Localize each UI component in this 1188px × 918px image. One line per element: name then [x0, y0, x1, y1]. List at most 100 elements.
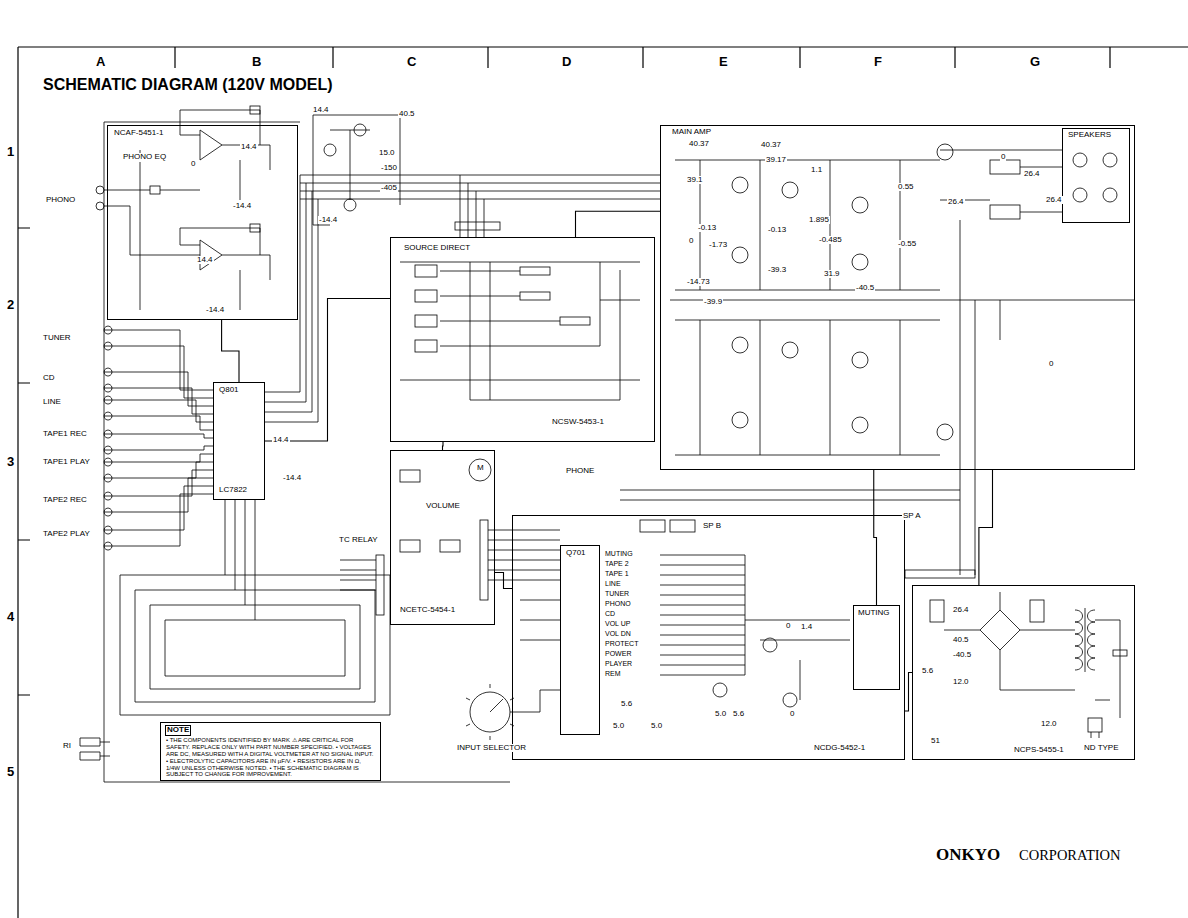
board-name: NCPS-5455-1: [1013, 746, 1065, 755]
transistor-symbol: [732, 177, 748, 193]
voltage-value: -14.4: [205, 306, 225, 314]
sheet-title: SCHEMATIC DIAGRAM (120V MODEL): [43, 76, 333, 94]
input-jack-symbols: [104, 326, 112, 550]
voltage-value: -0.13: [767, 226, 787, 234]
voltage-value: 40.5: [952, 636, 970, 644]
voltage-value: 14.4: [312, 106, 330, 114]
grid-reference: 3: [6, 455, 15, 469]
voltage-value: -40.5: [952, 651, 972, 659]
voltage-value: 5.6: [921, 667, 934, 675]
grid-reference: 5: [6, 765, 15, 779]
pin-name: PROTECT: [604, 640, 639, 647]
board-name: NCSW-5453-1: [551, 418, 605, 427]
pin-name: VOL DN: [604, 630, 632, 637]
section-name: PHONO EQ: [122, 153, 167, 162]
circuit-board: NCDG-5452-1 Q701 MUTING: [512, 515, 905, 760]
pin-name: TAPE 1: [604, 570, 630, 577]
voltage-value: 1.4: [800, 623, 813, 631]
grid-reference: F: [873, 55, 883, 69]
voltage-value: 5.0: [612, 722, 625, 730]
pin-name: POWER: [604, 650, 632, 657]
control-wire: [340, 530, 560, 712]
input-name: PHONO: [45, 196, 76, 204]
section-name: SOURCE DIRECT: [403, 244, 471, 253]
circuit-board: MAIN AMPSPEAKERS: [660, 125, 1135, 470]
transistor-symbol: [763, 638, 777, 652]
signal-name: SP B: [702, 522, 722, 530]
voltage-value: 40.37: [760, 141, 782, 149]
relay-symbol: [640, 520, 665, 532]
voltage-value: 15.0: [378, 149, 396, 157]
transistor-symbol: [937, 424, 953, 440]
power-bus-wire: [300, 175, 660, 237]
relay-symbol: [670, 520, 695, 532]
pin-name: REM: [604, 670, 622, 677]
grid-reference: 4: [6, 610, 15, 624]
transistor-symbol: [732, 247, 748, 263]
part-name: Q701: [565, 549, 587, 558]
circuit-name: VOLUME: [425, 502, 461, 510]
voltage-value: 40.37: [688, 140, 710, 148]
grid-reference: E: [718, 55, 729, 69]
signal-name: SP A: [902, 512, 922, 520]
input-name: TUNER: [42, 334, 72, 342]
note-text: • THE COMPONENTS IDENTIFIED BY MARK ⚠ AR…: [165, 737, 377, 778]
relay-symbol: [415, 315, 437, 327]
speaker-terminal: [1073, 188, 1087, 202]
sheet-ruler: [18, 47, 1188, 918]
input-name: TAPE2 REC: [42, 496, 88, 504]
board-name: NCETC-5454-1: [399, 606, 456, 615]
power-wire: [944, 592, 1120, 718]
voltage-value: -39.3: [767, 266, 787, 274]
pin-name: PHONO: [604, 600, 632, 607]
relay-symbol: [415, 265, 437, 277]
grid-reference: G: [1029, 55, 1041, 69]
pin-name: MUTING: [604, 550, 634, 557]
power-plug-prongs: [1091, 732, 1099, 738]
board-connector: [442, 442, 444, 450]
connector-strip: [480, 520, 488, 600]
pin-name: PLAYER: [604, 660, 633, 667]
resistor-symbol: [150, 186, 160, 194]
transistor-symbol: [852, 352, 868, 368]
pin-name: CD: [604, 610, 616, 617]
grid-reference: B: [251, 55, 262, 69]
voltage-value: 5.0: [650, 722, 663, 730]
input-name: LINE: [42, 398, 62, 406]
capacitor-symbol: [1030, 600, 1044, 622]
voltage-value: 12.0: [1040, 720, 1058, 728]
relay-symbol: [990, 205, 1020, 219]
connector-strip: [905, 570, 975, 578]
resistor-symbol: [520, 292, 550, 300]
section-name: MAIN AMP: [671, 128, 712, 137]
circuit-board: SOURCE DIRECT NCSW-5453-1: [390, 237, 655, 442]
transistor-symbol: [713, 683, 727, 697]
ic-chip: Q801LC7822: [213, 382, 265, 500]
voltage-value: 26.4: [952, 606, 970, 614]
input-name: CD: [42, 374, 56, 382]
voltage-value: -405: [380, 184, 398, 192]
relay-symbol: [415, 340, 437, 352]
voltage-value: -39.9: [703, 298, 723, 306]
jack-name: PHONE: [565, 467, 595, 475]
input-name: RI: [62, 742, 72, 750]
voltage-value: 39.1: [686, 176, 704, 184]
rec-loop-wire: [120, 500, 390, 715]
resistor-symbol: [520, 267, 550, 275]
note-box: NOTE• THE COMPONENTS IDENTIFIED BY MARK …: [160, 722, 381, 781]
voltage-value: 0: [1048, 360, 1054, 368]
transistor-symbol: [732, 412, 748, 428]
input-wire: [104, 330, 213, 546]
motor-label: M: [476, 464, 485, 472]
board-name: NCDG-5452-1: [813, 744, 866, 753]
maker-name: CORPORATION: [1018, 847, 1122, 864]
ic-chip: Q701: [560, 545, 600, 735]
pin-wire: [660, 555, 850, 700]
pin-name: TUNER: [604, 590, 630, 597]
transistor-symbol: [783, 693, 797, 707]
voltage-value: 39.17: [765, 156, 787, 164]
tone-wire: [400, 262, 640, 400]
remote-jack-symbol: [80, 738, 110, 760]
